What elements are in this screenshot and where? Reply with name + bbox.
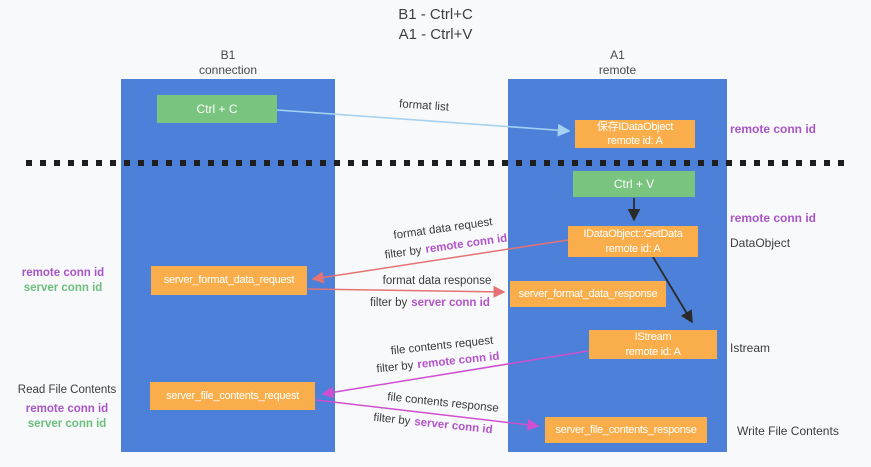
node-istream: IStream remote id: A [589, 330, 717, 359]
server-conn-id-text: server conn id [413, 416, 494, 437]
arrow-format-data-response [307, 285, 506, 298]
lifeline-a1-name: A1 [610, 48, 625, 62]
node-save-dataobject-line2: remote id: A [607, 135, 663, 147]
label-file-contents-response: file contents response [386, 391, 500, 415]
filter-by-text: filter by [375, 359, 415, 376]
read-file-contents-text: Read File Contents [17, 384, 117, 396]
node-istream-line2: remote id: A [625, 345, 681, 358]
node-format-response-label: server_format_data_response [518, 287, 658, 300]
annotation-remote-conn-id-mid: remote conn id [730, 211, 817, 225]
filter-by-text: filter by [372, 411, 411, 428]
node-getdata-line2: remote id: A [605, 242, 661, 255]
annotation-remote-conn-id-top: remote conn id [730, 122, 817, 136]
node-getdata-line1: IDataObject::GetData [583, 228, 683, 241]
lifeline-a1-role: remote [598, 63, 637, 77]
node-idataobject-getdata: IDataObject::GetData remote id: A [568, 226, 698, 257]
filter-by-text: filter by [384, 244, 423, 262]
annotation-istream: Istream [730, 341, 771, 355]
title-line-2: A1 - Ctrl+V [398, 26, 473, 44]
node-server-file-contents-response: server_file_contents_response [545, 417, 707, 443]
server-conn-id-text: server conn id [411, 297, 490, 309]
node-ctrl-c: Ctrl + C [157, 95, 277, 123]
annotation-conn-ids-format: remote conn id server conn id [12, 266, 114, 296]
lifeline-header-a1: A1 remote [508, 48, 727, 78]
node-server-format-data-response: server_format_data_response [510, 281, 666, 307]
annotation-read-file-contents: Read File Contents remote conn id server… [13, 383, 121, 432]
remote-conn-id-text: remote conn id [21, 267, 105, 279]
node-server-file-contents-request: server_file_contents_request [150, 382, 315, 410]
annotation-dataobject: DataObject [730, 236, 791, 250]
node-save-dataobject-line1: 保存IDataObject [596, 120, 674, 133]
label-format-list: format list [398, 98, 450, 114]
remote-conn-id-text: remote conn id [25, 402, 109, 415]
filter-by-text: filter by [370, 297, 408, 309]
node-ctrl-c-label: Ctrl + C [196, 102, 238, 116]
lifeline-b1-name: B1 [220, 48, 236, 62]
node-ctrl-v: Ctrl + V [573, 171, 695, 197]
node-file-response-label: server_file_contents_response [555, 423, 697, 436]
server-conn-id-text: server conn id [27, 417, 107, 430]
node-file-request-label: server_file_contents_request [166, 389, 299, 402]
label-format-data-response: format data response [382, 275, 492, 287]
remote-conn-id-text: remote conn id [424, 232, 508, 256]
lifeline-b1-role: connection [198, 63, 258, 77]
node-format-request-label: server_format_data_request [163, 274, 295, 287]
diagram-title: B1 - Ctrl+C A1 - Ctrl+V [0, 5, 871, 46]
node-ctrl-v-label: Ctrl + V [613, 177, 655, 191]
node-server-format-data-request: server_format_data_request [151, 266, 307, 295]
title-line-1: B1 - Ctrl+C [398, 6, 473, 23]
annotation-write-file-contents: Write File Contents [737, 424, 839, 438]
server-conn-id-text: server conn id [23, 281, 103, 294]
lifeline-header-b1: B1 connection [121, 48, 335, 78]
node-istream-line1: IStream [634, 331, 672, 344]
node-save-dataobject: 保存IDataObject remote id: A [575, 120, 695, 148]
remote-conn-id-text: remote conn id [416, 350, 501, 372]
